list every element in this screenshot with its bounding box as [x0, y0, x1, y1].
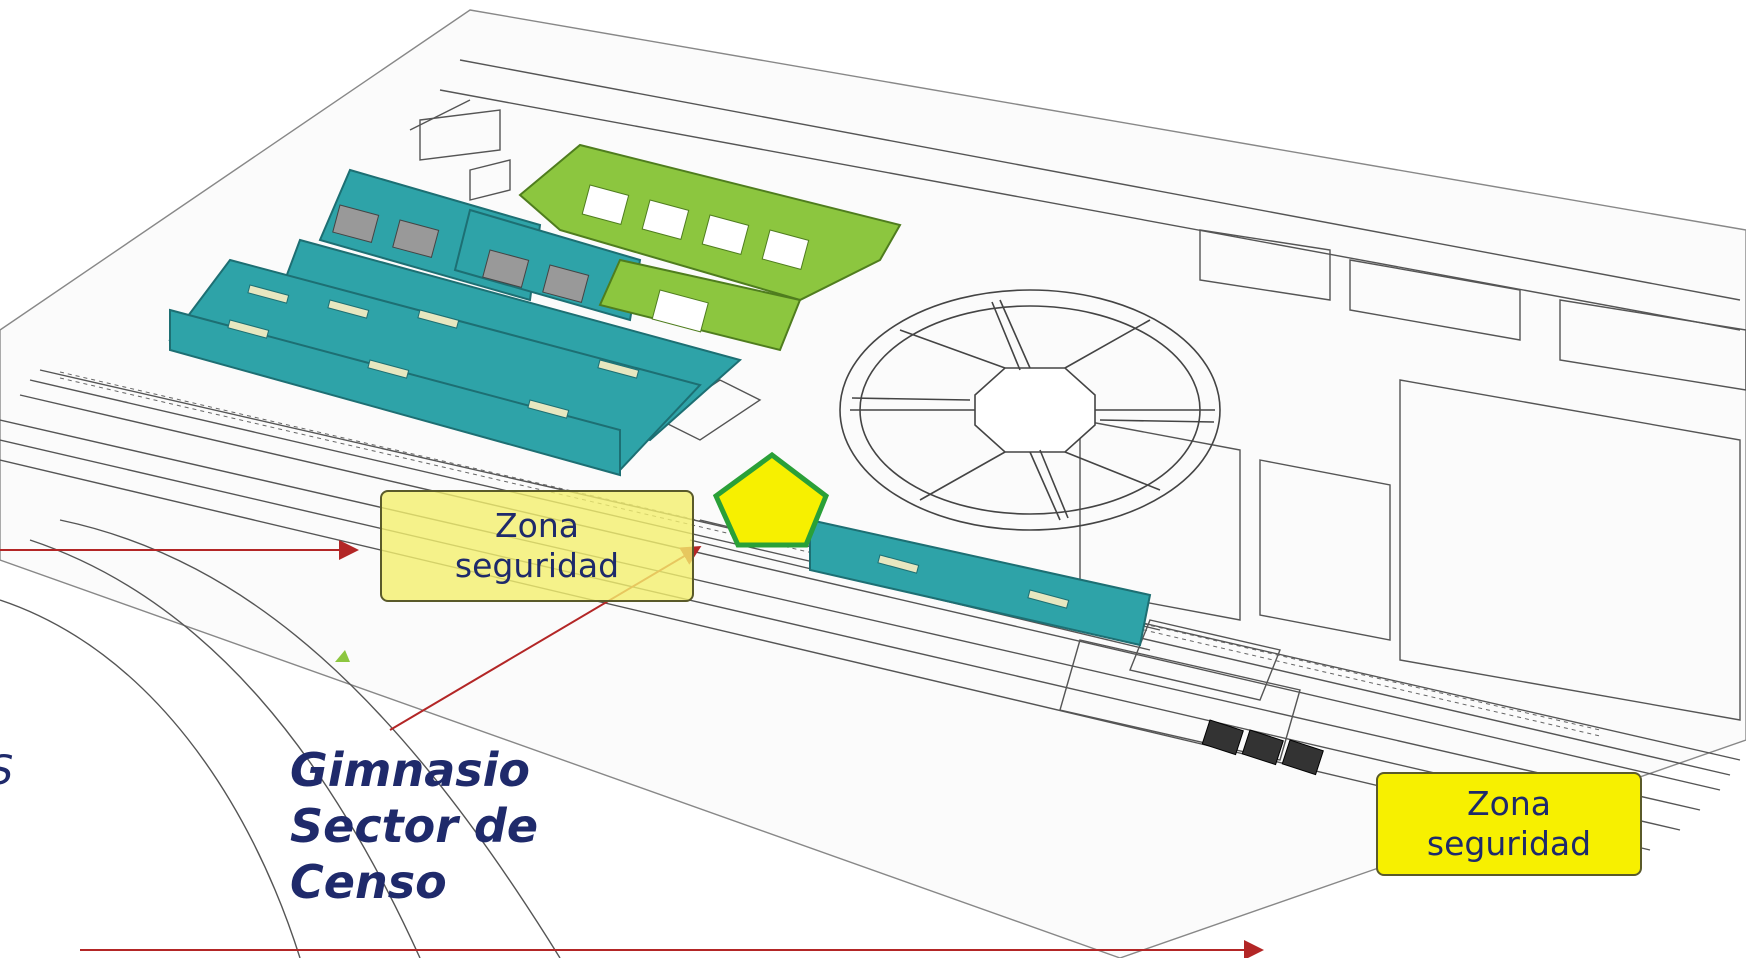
- teal-buildings: [168, 168, 1152, 647]
- zone-label-left-line2: seguridad: [454, 546, 620, 585]
- zone-label-right-line2: seguridad: [1426, 824, 1592, 863]
- gym-caption-line1: Gimnasio: [290, 743, 530, 797]
- gym-pentagon-marker: [712, 451, 830, 548]
- teal-building-windows: [227, 284, 1070, 609]
- gym-caption-line2: Sector de: [290, 799, 539, 853]
- zone-label-right: Zona seguridad: [1376, 772, 1642, 876]
- green-building-courts: [581, 184, 810, 333]
- circular-plaza: [839, 289, 1221, 531]
- gym-caption: Gimnasio Sector de Censo: [290, 742, 538, 910]
- gym-caption-line3: Censo: [290, 855, 447, 909]
- teal-building-courts: [332, 204, 590, 304]
- edge-text-fragment: S: [0, 748, 13, 794]
- zone-label-right-line1: Zona: [1467, 784, 1551, 823]
- green-arrowhead-icon: [335, 650, 350, 662]
- parking-blocks: [1201, 719, 1324, 776]
- zone-label-left: Zona seguridad: [380, 490, 694, 602]
- zone-label-left-line1: Zona: [495, 506, 579, 545]
